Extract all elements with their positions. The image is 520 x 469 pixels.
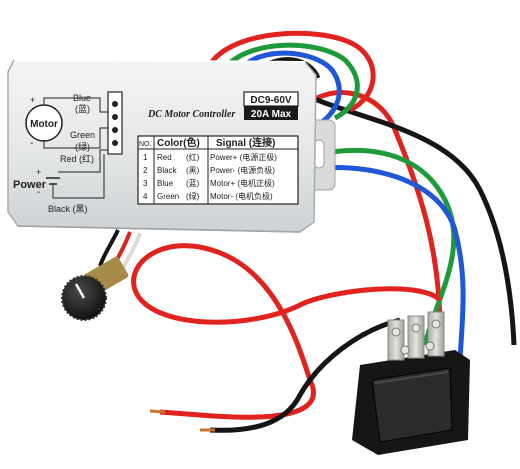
black-loop-large [209,317,401,433]
label-header: DC Motor Controller DC9-60V 20A Max [147,91,299,120]
terminal-2 [112,114,118,120]
device-title: DC Motor Controller [147,109,235,120]
terminal-1 [112,101,118,107]
motor-plus: + [30,95,35,105]
blue-cn: (蓝) [75,103,90,114]
red-label: Red (红) [60,153,94,164]
row-3-no: 3 [143,179,148,188]
table-frame [137,135,299,205]
row-2-color-cn: (黑) [186,166,200,175]
red-wire-right [298,90,443,331]
copper-tip-1 [149,409,166,414]
terminal-screw-1 [391,327,401,337]
potentiometer[interactable] [61,229,142,321]
row-2-no: 2 [143,166,148,175]
row-4-color: Green [157,192,179,201]
motor-label: Motor [30,119,58,130]
row-4-color-cn: (绿) [186,192,200,201]
switch-face[interactable] [371,367,453,443]
power-plus: + [36,167,41,177]
terminal-screw-3 [431,319,441,329]
red-loop-large [131,243,442,420]
current-rating: 20A Max [251,109,292,120]
green-cn: (绿) [75,141,90,152]
power-line-bottom [52,154,105,199]
row-1-no: 1 [143,153,148,162]
row-4-signal: Motor- (电机负极) [210,191,273,201]
switch-highlight [374,371,449,384]
terminal-screw-2 [411,323,421,333]
row-2-color: Black [157,166,178,175]
terminal-block [107,91,123,155]
row-3-signal: Motor+ (电机正极) [210,178,275,188]
black-wire-right [303,92,517,346]
row-3-color-cn: (蓝) [186,178,200,188]
header-signal: Signal (连接) [216,136,275,149]
row-2-signal: Power- (电源负极) [210,165,275,175]
header-color: Color(色) [157,136,200,149]
switch-terminal-2 [407,315,425,359]
top-red-wire-loop [207,30,376,113]
motor-line-top [43,97,108,113]
output-wires [207,30,517,361]
row-3-color: Blue [157,179,174,188]
wiring-diagram: Motor + - Blue (蓝) Green (绿) Red (红) + P… [13,91,123,214]
housing-edge [13,59,306,63]
housing-bottom-edge [17,225,301,233]
row-1-color-cn: (红) [186,152,200,162]
motor-line-bottom [43,127,108,149]
rocker-switch[interactable] [352,311,470,455]
black-label: Black (黑) [48,204,88,214]
switch-terminal-1 [387,319,405,361]
blue-wire-right [299,165,466,361]
top-green-wire-loop [223,42,360,121]
power-label: Power [13,179,47,191]
pot-knob-ring [61,275,107,321]
terminal-4 [112,140,118,146]
current-box [244,106,298,120]
row-4-no: 4 [143,192,148,201]
power-line-top [58,149,108,173]
terminal-3 [112,127,118,133]
row-1-signal: Power+ (电源正极) [210,152,277,162]
power-wires [131,243,442,433]
connection-table: NO. Color(色) Signal (连接) 1 Red (红) Power… [137,135,299,205]
top-blue-wire-loop [238,50,342,124]
header-no: NO. [139,141,152,148]
power-minus: - [37,187,40,198]
terminal-screw-5 [425,341,435,351]
pot-knob-indicator [74,283,86,299]
blue-label: Blue [73,93,91,103]
terminal-screw-4 [400,345,410,355]
pot-wire-black [98,229,120,267]
voltage-rating: DC9-60V [250,95,291,106]
row-1-color: Red [157,153,172,162]
green-label: Green [70,130,95,140]
motor-minus: - [30,138,33,149]
